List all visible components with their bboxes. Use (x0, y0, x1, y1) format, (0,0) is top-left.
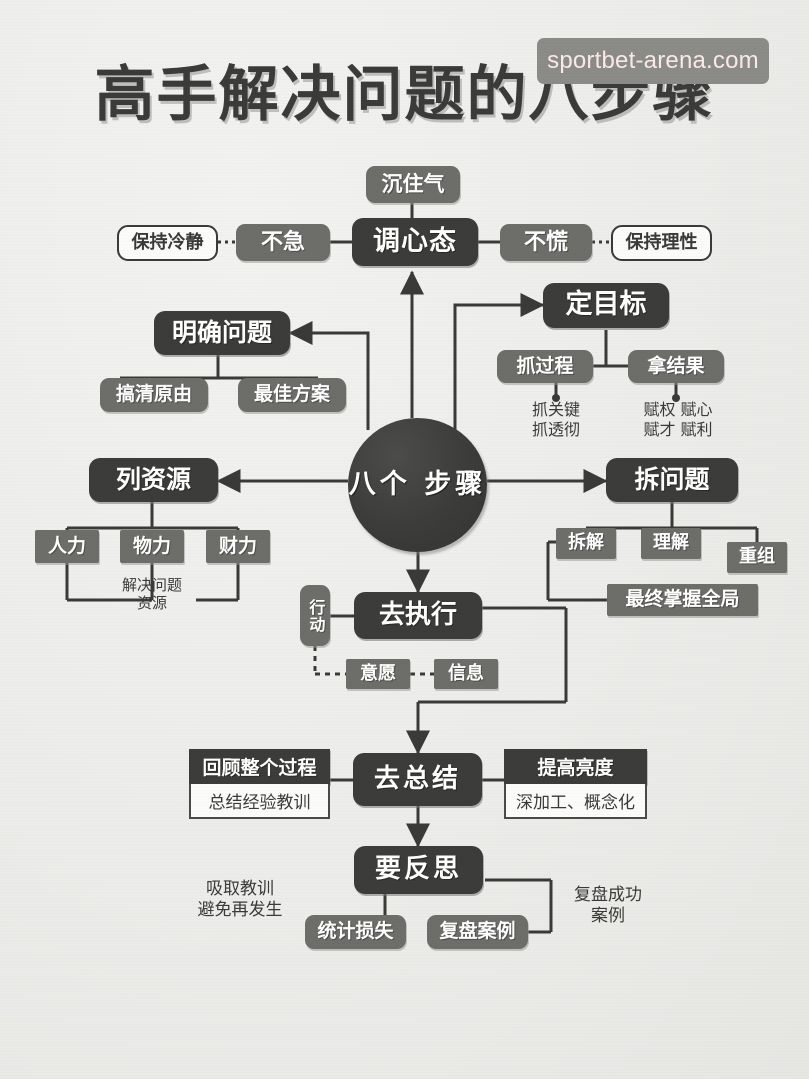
center-node[interactable]: 八个 步骤 (348, 418, 487, 552)
node-yiyuan[interactable]: 意愿 (346, 659, 410, 689)
node-lieziyuan[interactable]: 列资源 (89, 458, 218, 502)
node-renli[interactable]: 人力 (35, 530, 99, 563)
node-baochilixing[interactable]: 保持理性 (611, 225, 712, 261)
bullet-dot (552, 394, 560, 402)
note-ziyuan: 解决问题 资源 (121, 576, 182, 613)
node-wuli[interactable]: 物力 (120, 530, 184, 563)
node-dingmubiao[interactable]: 定目标 (543, 283, 669, 328)
node-xinxi[interactable]: 信息 (434, 659, 498, 689)
card-tigao[interactable]: 提高亮度 深加工、概念化 (504, 749, 647, 819)
card-tigao-body: 深加工、概念化 (504, 784, 647, 819)
card-huigu-body: 总结经验教训 (189, 784, 330, 819)
node-tiaoxintai[interactable]: 调心态 (352, 218, 478, 266)
node-zhuaguocheng[interactable]: 抓过程 (497, 350, 593, 383)
node-quzhixing[interactable]: 去执行 (354, 592, 482, 639)
node-caili[interactable]: 财力 (206, 530, 270, 563)
node-chaiwenti[interactable]: 拆问题 (606, 458, 738, 502)
node-buhuang[interactable]: 不慌 (500, 224, 592, 261)
node-gaoqingyuanyou[interactable]: 搞清原由 (100, 378, 208, 412)
note-zhuaguocheng: 抓关键 抓透彻 (531, 400, 580, 439)
node-baochilengjing[interactable]: 保持冷静 (117, 225, 218, 261)
card-tigao-title: 提高亮度 (504, 749, 647, 784)
watermark: sportbet-arena.com (537, 38, 769, 84)
node-chongzu[interactable]: 重组 (727, 542, 787, 573)
note-fupanchenggong: 复盘成功 案例 (574, 885, 642, 926)
bullet-dot (672, 394, 680, 402)
card-huigu-title: 回顾整个过程 (189, 749, 330, 784)
node-mingquewenti[interactable]: 明确问题 (154, 311, 290, 355)
node-quzongjie[interactable]: 去总结 (353, 753, 482, 806)
node-yaofansi[interactable]: 要反思 (354, 846, 483, 894)
node-zuizhongzhangwo[interactable]: 最终掌握全局 (607, 584, 758, 616)
node-lijie[interactable]: 理解 (641, 528, 701, 559)
node-xingdong[interactable]: 行动 (300, 585, 330, 646)
card-huigu[interactable]: 回顾整个过程 总结经验教训 (189, 749, 330, 819)
note-xiqujiaoxun: 吸取教训 避免再发生 (197, 879, 283, 920)
node-fupananli[interactable]: 复盘案例 (427, 915, 528, 949)
node-chenzhuqi[interactable]: 沉住气 (366, 166, 460, 203)
node-chaijie[interactable]: 拆解 (556, 528, 616, 559)
node-najieguo[interactable]: 拿结果 (628, 350, 724, 383)
node-buji[interactable]: 不急 (236, 224, 330, 261)
note-najieguo: 赋权 赋心 赋才 赋利 (643, 400, 713, 439)
node-zuijiafangan[interactable]: 最佳方案 (238, 378, 346, 412)
node-tongjisunshi[interactable]: 统计损失 (305, 915, 406, 949)
